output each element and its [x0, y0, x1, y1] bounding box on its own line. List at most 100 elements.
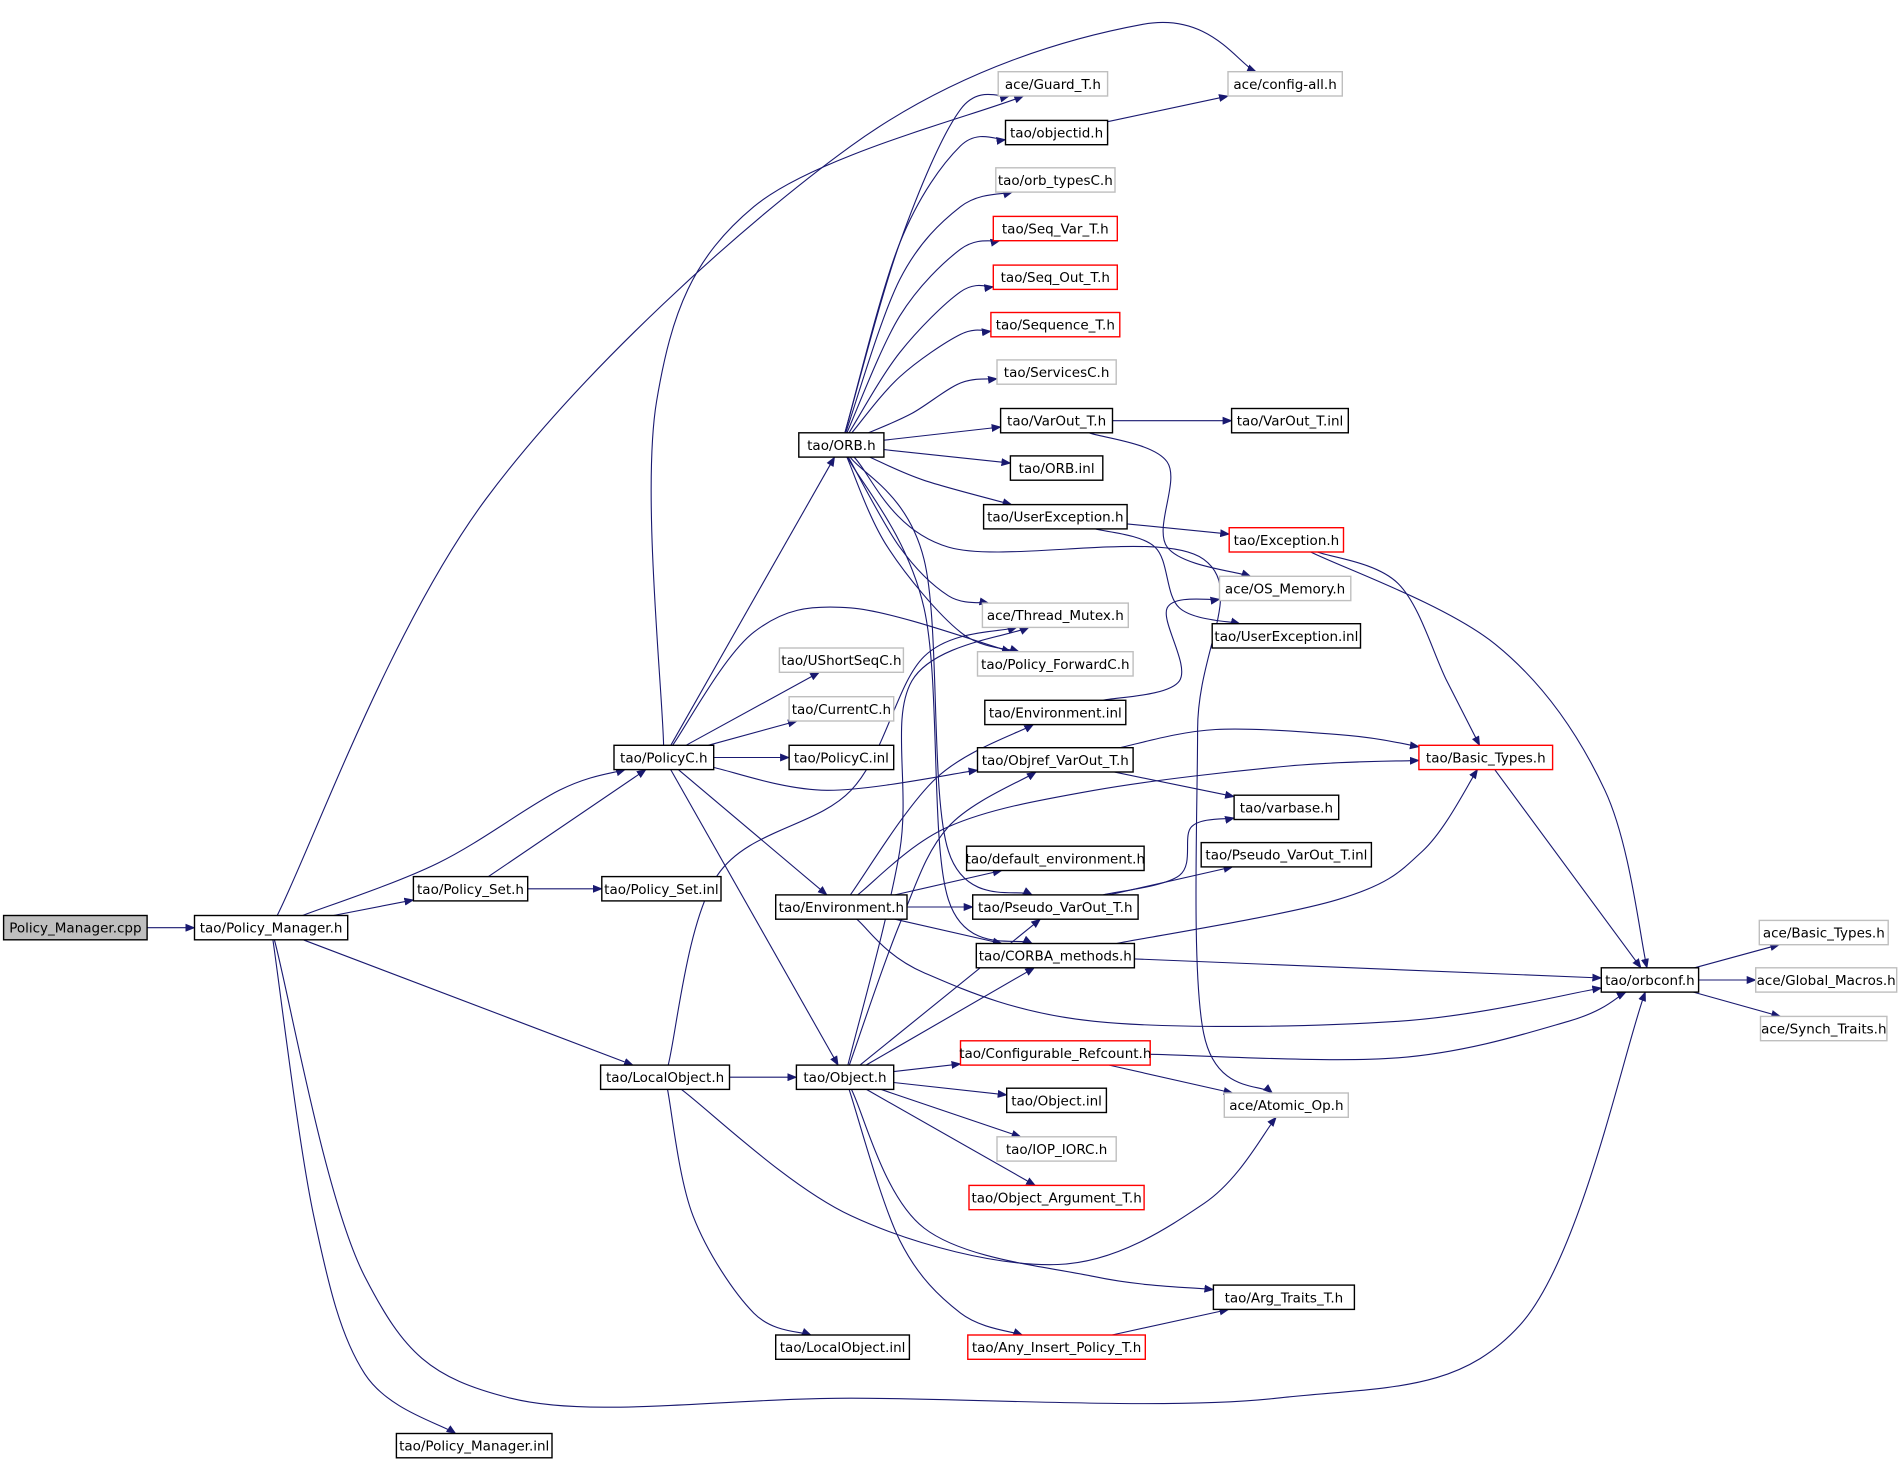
graph-node[interactable]: tao/varbase.h [1233, 794, 1340, 821]
graph-node[interactable]: tao/Exception.h [1228, 527, 1345, 553]
graph-node[interactable]: tao/Object.h [795, 1064, 895, 1091]
node-box[interactable] [1004, 119, 1109, 146]
graph-node[interactable]: tao/Seq_Out_T.h [992, 264, 1118, 291]
node-box[interactable] [996, 359, 1117, 385]
graph-node[interactable]: tao/Object_Argument_T.h [968, 1184, 1145, 1211]
graph-node[interactable]: tao/VarOut_T.h [999, 407, 1114, 434]
node-box[interactable] [982, 503, 1128, 530]
node-box[interactable] [1230, 407, 1349, 434]
node-box[interactable] [984, 699, 1127, 726]
graph-node[interactable]: tao/PolicyC.h [613, 744, 715, 771]
graph-node[interactable]: tao/UserException.h [982, 503, 1128, 530]
node-box[interactable] [1227, 70, 1344, 97]
node-box[interactable] [788, 696, 895, 722]
node-box[interactable] [788, 744, 895, 771]
graph-node[interactable]: tao/Pseudo_VarOut_T.h [972, 894, 1139, 920]
node-box[interactable] [976, 651, 1134, 677]
node-box[interactable] [1223, 1092, 1350, 1118]
node-box[interactable] [798, 432, 885, 458]
graph-node[interactable]: tao/Seq_Var_T.h [992, 215, 1118, 242]
node-box[interactable] [965, 845, 1145, 872]
node-box[interactable] [1600, 967, 1700, 993]
graph-node[interactable]: tao/ORB.h [798, 432, 885, 458]
node-box[interactable] [959, 1040, 1151, 1066]
node-box[interactable] [972, 894, 1139, 920]
graph-node[interactable]: tao/Object.inl [1006, 1087, 1108, 1114]
node-box[interactable] [1006, 1087, 1108, 1114]
graph-node[interactable]: tao/VarOut_T.inl [1230, 407, 1349, 434]
graph-node[interactable]: tao/Arg_Traits_T.h [1212, 1284, 1356, 1311]
graph-node[interactable]: tao/Policy_Set.inl [601, 875, 722, 902]
node-box[interactable] [795, 1064, 895, 1091]
node-box[interactable] [1759, 1015, 1888, 1042]
node-box[interactable] [992, 264, 1118, 291]
graph-node[interactable]: tao/Policy_ForwardC.h [976, 651, 1134, 677]
graph-node[interactable]: tao/objectid.h [1004, 119, 1109, 146]
node-box[interactable] [976, 747, 1134, 773]
graph-node[interactable]: ace/OS_Memory.h [1218, 575, 1352, 602]
node-box[interactable] [1211, 623, 1362, 649]
graph-node[interactable]: tao/Policy_Manager.h [193, 914, 349, 941]
node-box[interactable] [967, 1334, 1146, 1360]
node-box[interactable] [981, 602, 1130, 629]
graph-node[interactable]: tao/CurrentC.h [788, 696, 895, 722]
graph-node[interactable]: tao/PolicyC.inl [788, 744, 895, 771]
graph-node[interactable]: tao/LocalObject.h [599, 1064, 731, 1091]
node-box[interactable] [412, 875, 529, 902]
graph-node[interactable]: tao/IOP_IORC.h [996, 1136, 1117, 1162]
node-box[interactable] [1218, 575, 1352, 602]
node-box[interactable] [992, 215, 1118, 242]
graph-node[interactable]: tao/UShortSeqC.h [778, 647, 905, 673]
graph-node[interactable]: tao/Basic_Types.h [1418, 744, 1554, 771]
node-box[interactable] [1754, 967, 1898, 993]
graph-node[interactable]: tao/Pseudo_VarOut_T.inl [1200, 841, 1373, 868]
node-box[interactable] [990, 311, 1121, 338]
graph-node[interactable]: tao/LocalObject.inl [775, 1334, 911, 1360]
node-box[interactable] [775, 894, 908, 920]
node-box[interactable] [975, 942, 1136, 969]
graph-node[interactable]: tao/Any_Insert_Policy_T.h [967, 1334, 1146, 1360]
graph-node[interactable]: tao/Policy_Set.h [412, 875, 529, 902]
node-box[interactable] [996, 1136, 1117, 1162]
graph-node[interactable]: tao/ORB.inl [1009, 455, 1104, 481]
graph-node[interactable]: ace/Atomic_Op.h [1223, 1092, 1350, 1118]
graph-node[interactable]: tao/orbconf.h [1600, 967, 1700, 993]
graph-node[interactable]: tao/Objref_VarOut_T.h [976, 747, 1134, 773]
node-box[interactable] [1233, 794, 1340, 821]
graph-node[interactable]: tao/Environment.inl [984, 699, 1127, 726]
graph-node[interactable]: tao/Sequence_T.h [990, 311, 1121, 338]
node-box[interactable] [193, 914, 349, 941]
node-box[interactable] [599, 1064, 731, 1091]
node-box[interactable] [968, 1184, 1145, 1211]
graph-node[interactable]: tao/Configurable_Refcount.h [959, 1040, 1151, 1066]
graph-node[interactable]: tao/default_environment.h [965, 845, 1145, 872]
graph-node[interactable]: tao/Policy_Manager.inl [395, 1432, 553, 1459]
graph-node[interactable]: ace/Guard_T.h [997, 70, 1109, 97]
node-box[interactable] [775, 1334, 911, 1360]
node-box[interactable] [1228, 527, 1345, 553]
node-box[interactable] [1200, 841, 1373, 868]
node-box[interactable] [1758, 919, 1889, 946]
graph-node[interactable]: ace/Basic_Types.h [1758, 919, 1889, 946]
node-box[interactable] [1212, 1284, 1356, 1311]
graph-node[interactable]: Policy_Manager.cpp [2, 914, 148, 941]
graph-node[interactable]: tao/ServicesC.h [996, 359, 1117, 385]
graph-node[interactable]: ace/config-all.h [1227, 70, 1344, 97]
node-box[interactable] [999, 407, 1114, 434]
node-box[interactable] [778, 647, 905, 673]
node-box[interactable] [395, 1432, 553, 1459]
node-box[interactable] [613, 744, 715, 771]
graph-node[interactable]: tao/orb_typesC.h [995, 167, 1116, 193]
node-box[interactable] [601, 875, 722, 902]
graph-node[interactable]: tao/UserException.inl [1211, 623, 1362, 649]
graph-node[interactable]: tao/CORBA_methods.h [975, 942, 1136, 969]
graph-node[interactable]: ace/Synch_Traits.h [1759, 1015, 1888, 1042]
graph-node[interactable]: tao/Environment.h [775, 894, 908, 920]
node-box[interactable] [2, 914, 148, 941]
node-box[interactable] [997, 70, 1109, 97]
node-box[interactable] [995, 167, 1116, 193]
graph-node[interactable]: ace/Thread_Mutex.h [981, 602, 1130, 629]
node-box[interactable] [1418, 744, 1554, 771]
node-box[interactable] [1009, 455, 1104, 481]
graph-node[interactable]: ace/Global_Macros.h [1754, 967, 1898, 993]
